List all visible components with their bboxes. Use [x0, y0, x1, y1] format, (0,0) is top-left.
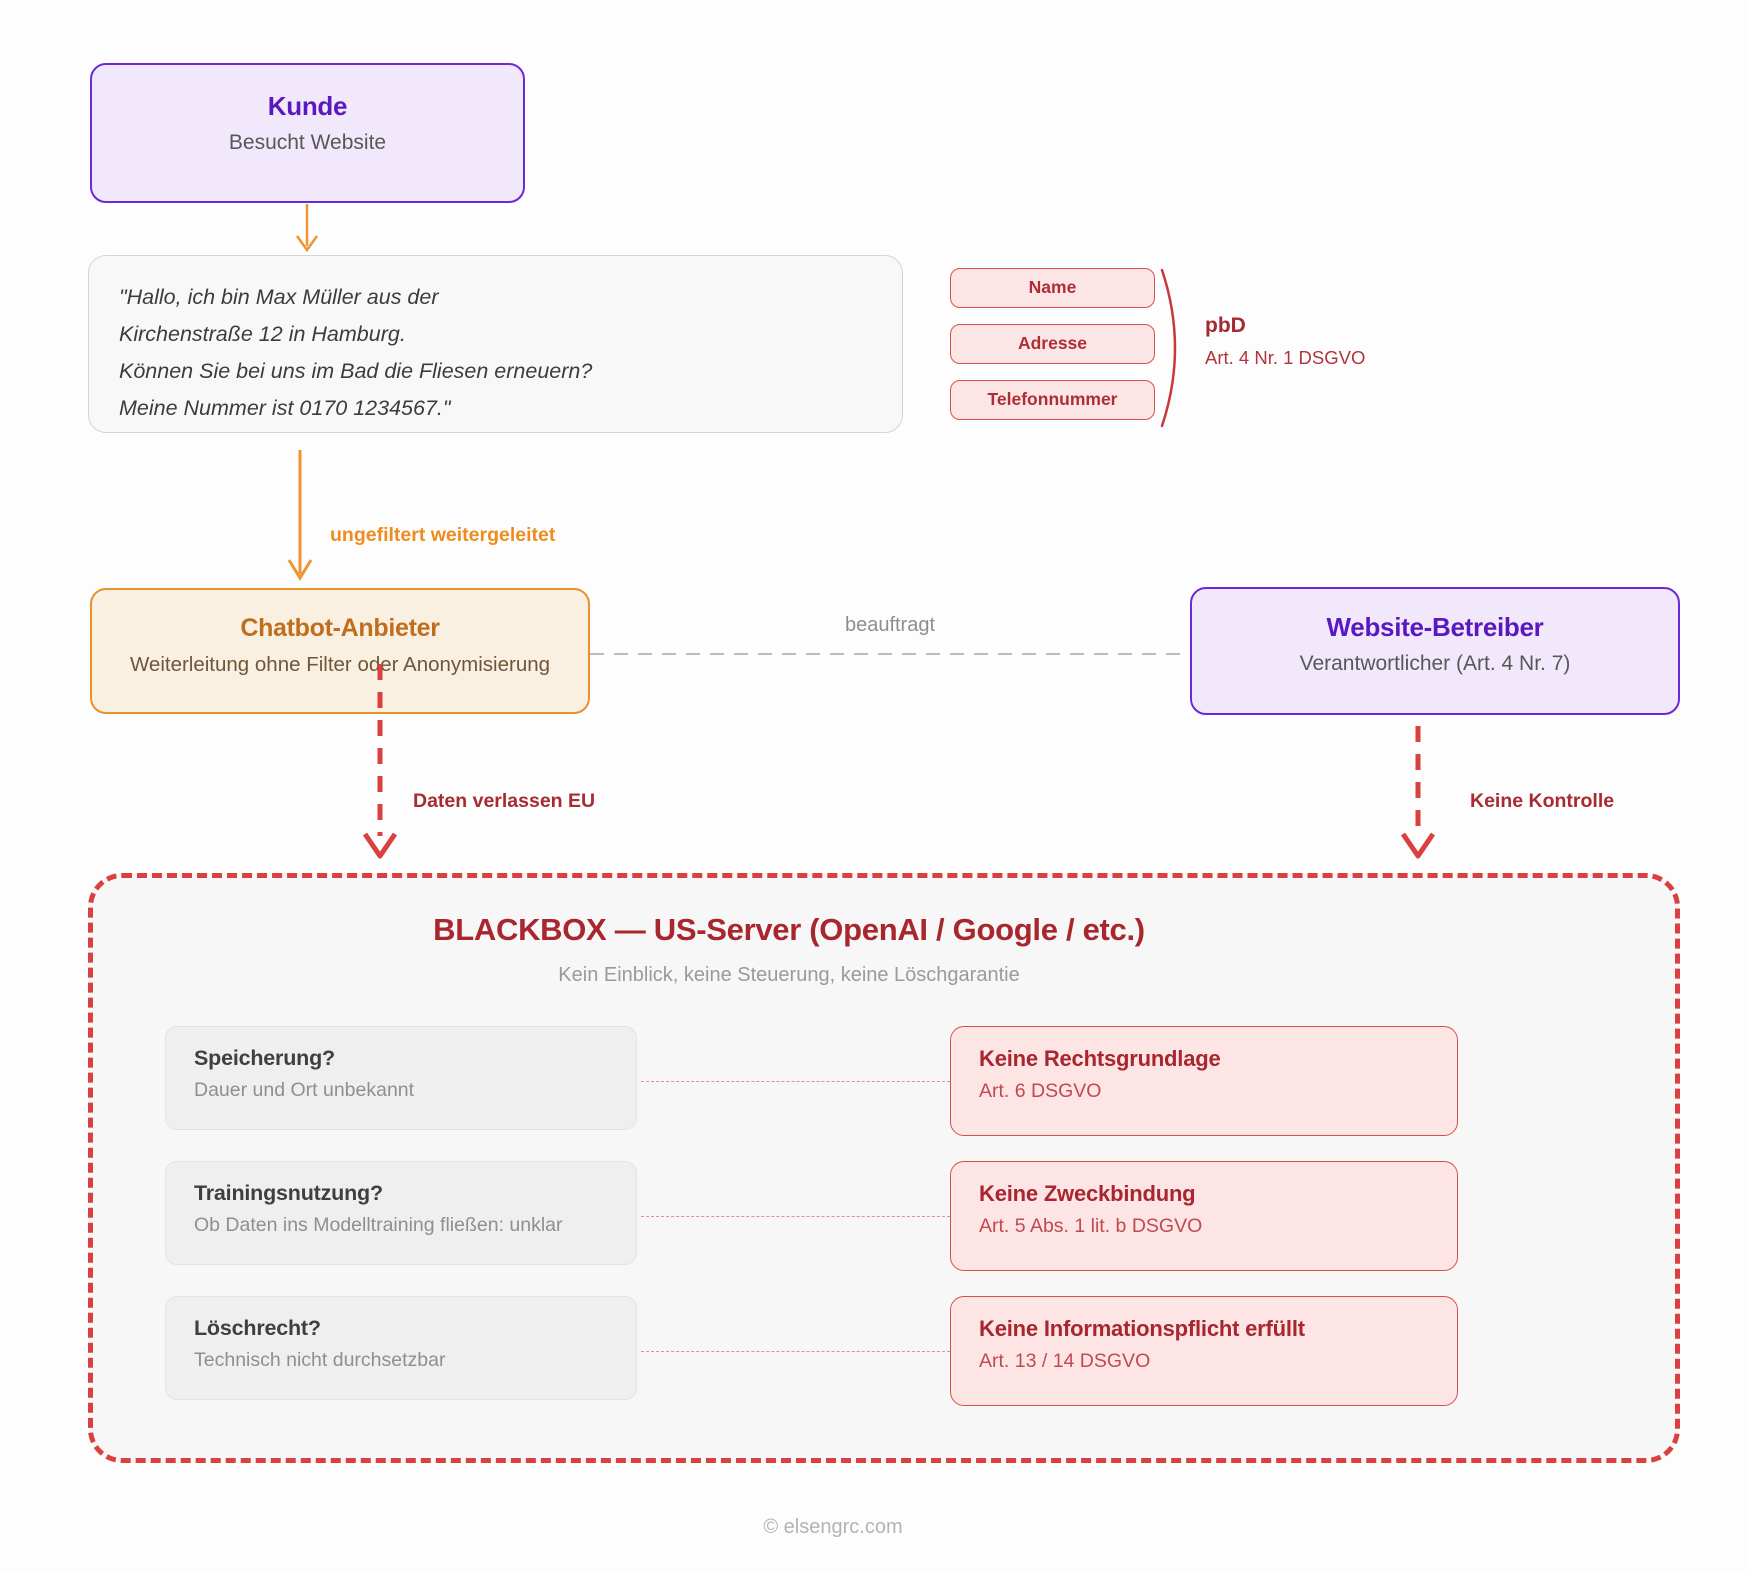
message-line: Können Sie bei uns im Bad die Fliesen er… [119, 359, 593, 383]
issue-connector [641, 1351, 950, 1352]
pbd-title: pbD [1205, 314, 1246, 337]
copyright-footer: © elsengrc.com [763, 1516, 903, 1538]
message-line: Kirchenstraße 12 in Hamburg. [119, 322, 406, 346]
issue-question-title: Speicherung? [194, 1046, 335, 1070]
pii-tag-adresse: Adresse [950, 324, 1155, 364]
blackbox-subtitle: Kein Einblick, keine Steuerung, keine Lö… [558, 964, 1020, 986]
issue-violation-zweckbindung: Keine Zweckbindung Art. 5 Abs. 1 lit. b … [950, 1161, 1458, 1271]
issue-connector [641, 1216, 950, 1217]
issue-question-speicherung: Speicherung? Dauer und Ort unbekannt [165, 1026, 637, 1130]
customer-message: "Hallo, ich bin Max Müller aus der Kirch… [88, 255, 903, 433]
issue-question-detail: Ob Daten ins Modelltraining fließen: unk… [194, 1214, 563, 1236]
issue-violation-rechtsgrundlage: Keine Rechtsgrundlage Art. 6 DSGVO [950, 1026, 1458, 1136]
node-chatbot-anbieter: Chatbot-Anbieter Weiterleitung ohne Filt… [90, 588, 590, 714]
issue-violation-article: Art. 5 Abs. 1 lit. b DSGVO [979, 1215, 1203, 1237]
issue-violation-title: Keine Zweckbindung [979, 1181, 1196, 1206]
edge-label-ungefiltert: ungefiltert weitergeleitet [330, 524, 556, 546]
issue-question-detail: Technisch nicht durchsetzbar [194, 1349, 446, 1371]
arrow-keine-kontrolle [1400, 726, 1436, 859]
issue-violation-informationspflicht: Keine Informationspflicht erfüllt Art. 1… [950, 1296, 1458, 1406]
blackbox-title: BLACKBOX — US-Server (OpenAI / Google / … [433, 912, 1145, 947]
issue-violation-article: Art. 13 / 14 DSGVO [979, 1350, 1151, 1372]
issue-violation-title: Keine Informationspflicht erfüllt [979, 1316, 1305, 1341]
message-line: "Hallo, ich bin Max Müller aus der [119, 285, 439, 309]
edge-label-beauftragt: beauftragt [844, 614, 936, 636]
bracket-icon [1160, 268, 1177, 428]
node-kunde: Kunde Besucht Website [90, 63, 525, 203]
issue-connector [641, 1081, 950, 1082]
edge-beauftragt-line [590, 653, 1190, 655]
edge-label-daten-verlassen-eu: Daten verlassen EU [413, 790, 596, 812]
node-chatbot-title: Chatbot-Anbieter [240, 614, 440, 642]
issue-violation-article: Art. 6 DSGVO [979, 1080, 1102, 1102]
pbd-label: pbD Art. 4 Nr. 1 DSGVO [1205, 314, 1365, 369]
issue-violation-title: Keine Rechtsgrundlage [979, 1046, 1221, 1071]
issue-question-loeschrecht: Löschrecht? Technisch nicht durchsetzbar [165, 1296, 637, 1400]
arrow-daten-verlassen-eu [362, 664, 398, 859]
message-line: Meine Nummer ist 0170 1234567." [119, 396, 451, 420]
node-website-betreiber: Website-Betreiber Verantwortlicher (Art.… [1190, 587, 1680, 715]
pii-tag-telefonnummer: Telefonnummer [950, 380, 1155, 420]
issue-question-detail: Dauer und Ort unbekannt [194, 1079, 415, 1101]
issue-question-trainingsnutzung: Trainingsnutzung? Ob Daten ins Modelltra… [165, 1161, 637, 1265]
pbd-article: Art. 4 Nr. 1 DSGVO [1205, 347, 1366, 368]
pii-tag-name: Name [950, 268, 1155, 308]
issue-question-title: Trainingsnutzung? [194, 1181, 383, 1205]
arrow-down-icon [287, 450, 313, 581]
issue-question-title: Löschrecht? [194, 1316, 321, 1340]
arrow-down-icon [295, 204, 319, 253]
node-kunde-subtitle: Besucht Website [228, 131, 387, 154]
blackbox-container: BLACKBOX — US-Server (OpenAI / Google / … [88, 873, 1680, 1463]
edge-label-keine-kontrolle: Keine Kontrolle [1470, 790, 1615, 812]
node-kunde-title: Kunde [267, 91, 348, 121]
node-chatbot-subtitle: Weiterleitung ohne Filter oder Anonymisi… [129, 653, 551, 676]
node-betreiber-title: Website-Betreiber [1326, 612, 1544, 642]
node-betreiber-subtitle: Verantwortlicher (Art. 4 Nr. 7) [1299, 652, 1571, 675]
